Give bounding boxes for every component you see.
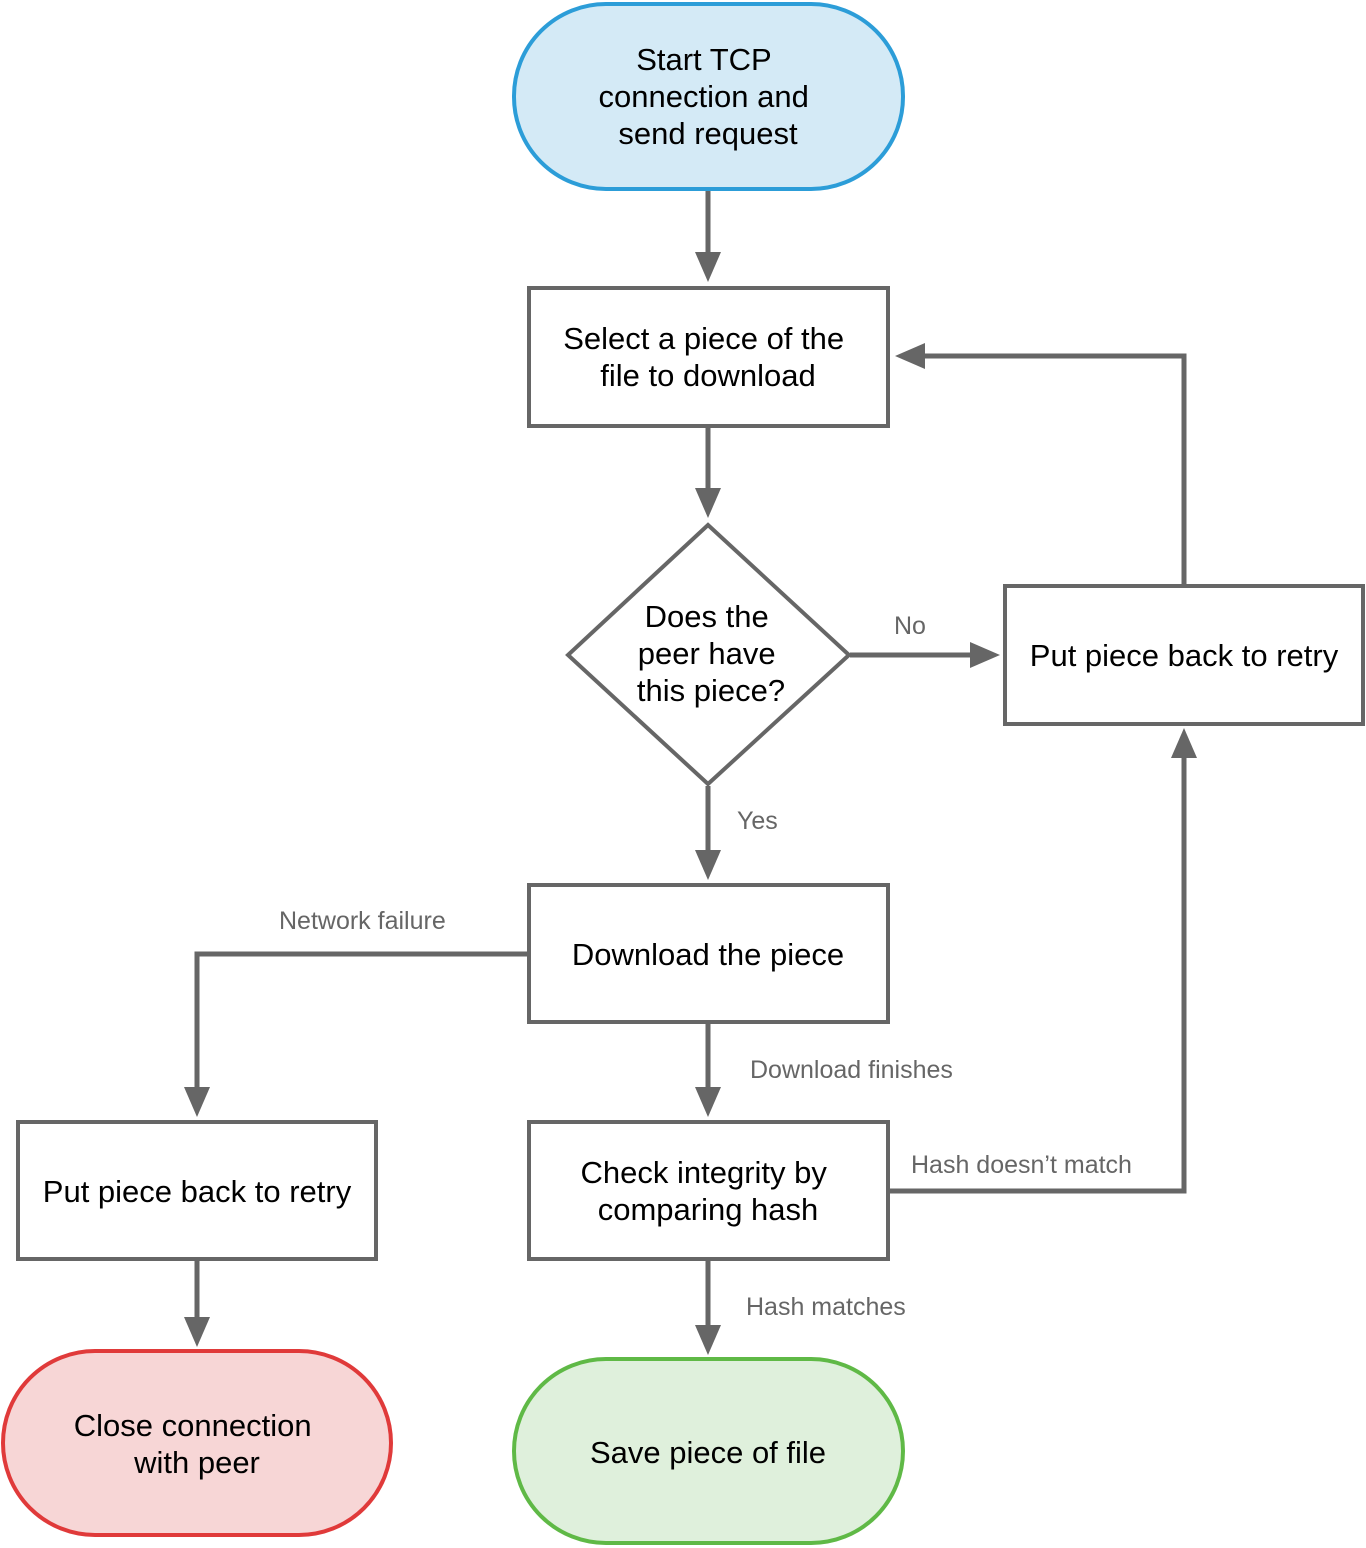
arrowhead [895, 343, 925, 369]
edge-label-hash-matches: Hash matches [746, 1293, 906, 1321]
arrowhead [695, 1325, 721, 1355]
edge-label-network-failure: Network failure [279, 907, 446, 935]
edge-label-no: No [894, 612, 926, 640]
edge-check-to-retry-right [889, 758, 1187, 1194]
check-integrity-box [527, 1120, 890, 1261]
start-node-label: Start TCP connection and send request [599, 42, 818, 151]
select-piece-label: Select a piece of the file to download [563, 321, 853, 393]
start-node: Start TCP connection and send request [512, 2, 905, 191]
arrowhead [695, 488, 721, 518]
save-node: Save piece of file [512, 1357, 905, 1545]
start-terminal-shape [512, 2, 905, 191]
arrowhead [695, 252, 721, 282]
select-piece-box [527, 286, 890, 428]
download-label: Download the piece [572, 937, 844, 972]
edge-label-download-finishes: Download finishes [750, 1056, 953, 1084]
arrowhead [970, 642, 1000, 668]
arrowhead [184, 1087, 210, 1117]
edge-label-hash-mismatch: Hash doesn’t match [911, 1151, 1132, 1179]
download-node: Download the piece [527, 883, 890, 1024]
check-integrity-label: Check integrity by comparing hash [580, 1155, 835, 1227]
save-terminal-shape [512, 1357, 905, 1545]
retry-left-box [16, 1120, 378, 1261]
select-piece-node: Select a piece of the file to download [527, 286, 890, 428]
close-terminal-shape [1, 1349, 393, 1537]
retry-right-box [1003, 584, 1365, 726]
edge-label-yes: Yes [737, 807, 778, 835]
arrowhead [184, 1317, 210, 1347]
edge-retry-right-to-select [925, 353, 1187, 586]
retry-right-node: Put piece back to retry [1003, 584, 1365, 726]
retry-left-label: Put piece back to retry [43, 1174, 352, 1209]
decision-diamond [565, 522, 852, 787]
close-node-label: Close connection with peer [74, 1408, 320, 1480]
decision-label: Does the peer have this piece? [637, 599, 785, 708]
close-node: Close connection with peer [1, 1349, 393, 1537]
retry-left-node: Put piece back to retry [16, 1120, 378, 1261]
check-node: Check integrity by comparing hash [527, 1120, 890, 1261]
decision-node: Does the peer have this piece? [565, 522, 852, 787]
save-node-label: Save piece of file [590, 1435, 826, 1470]
download-box [527, 883, 890, 1024]
edge-download-to-retry-left [194, 951, 528, 1087]
edge-labels: No Yes Network failure Download finishes… [279, 612, 1132, 1321]
arrowhead [1171, 728, 1197, 758]
retry-right-label: Put piece back to retry [1030, 638, 1339, 673]
arrowhead [695, 850, 721, 880]
arrowhead [695, 1087, 721, 1117]
edges [184, 190, 1197, 1355]
